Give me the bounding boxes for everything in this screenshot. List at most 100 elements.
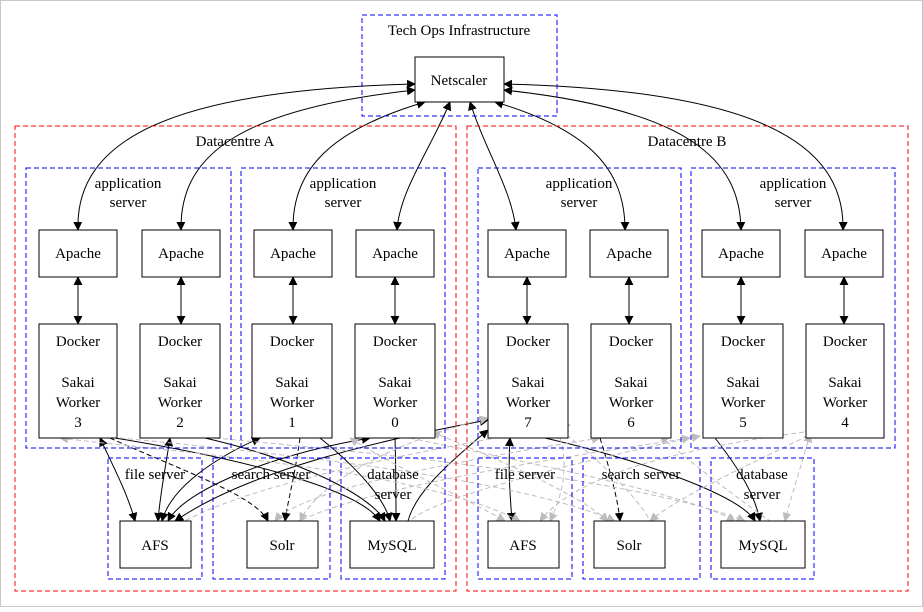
sakai-worker-node[interactable] [487,323,569,439]
cross-dc-edge [539,426,821,522]
cross-dc-edge [782,433,813,522]
database-server-title: database [367,467,419,483]
app-server-cluster: application server Apache Docker Sakai W… [25,167,232,449]
search-server-title: search server [232,467,311,483]
datacentre-a: Datacentre A application server Apache D… [14,125,457,592]
sakai-worker-node[interactable] [702,323,784,439]
apache-label: Apache [372,246,418,262]
database-server-border [340,457,446,580]
cross-dc-edge [559,429,651,522]
apache-node[interactable] [253,229,333,278]
datacentre-b-title: Datacentre B [648,134,727,150]
tech-ops-border [361,14,558,117]
search-server-border [212,457,331,580]
cross-dc-edge [407,429,489,522]
sakai-worker-node[interactable] [805,323,885,439]
worker-line: 0 [391,415,399,431]
apache-label: Apache [504,246,550,262]
app-server-cluster: application server Apache Docker Sakai W… [240,167,446,449]
search-server-border [582,457,701,580]
worker-line: Docker [506,334,550,350]
netscaler-apache-edge [176,86,416,231]
sakai-worker-node[interactable] [139,323,221,439]
database-server-cluster: database server MySQL [710,457,815,580]
solr-node[interactable] [593,520,666,569]
mysql-node[interactable] [349,520,435,569]
apache-label: Apache [821,246,867,262]
datacentre-a-border [14,125,457,592]
worker-line: Sakai [163,375,196,391]
worker-line: Worker [56,395,101,411]
mysql-node[interactable] [720,520,806,569]
app-server-title: server [110,195,147,211]
sakai-worker-node[interactable] [38,323,118,439]
netscaler-label: Netscaler [431,73,488,89]
worker-line: Sakai [511,375,544,391]
file-server-title: file server [495,467,555,483]
worker-line: Sakai [61,375,94,391]
worker-line: 3 [74,415,82,431]
sakai-worker-node[interactable] [354,323,436,439]
file-server-title: file server [125,467,185,483]
worker-line: Worker [609,395,654,411]
apache-node[interactable] [804,229,884,278]
app-server-title: application [760,176,827,192]
sakai-worker-node[interactable] [251,323,333,439]
afs-label: AFS [509,538,537,554]
app-server-cluster: application server Apache Docker Sakai W… [477,167,682,449]
app-server-border [477,167,682,449]
solr-label: Solr [616,538,641,554]
sakai-worker-node[interactable] [590,323,672,439]
datacentre-b-border [466,125,909,592]
apache-node[interactable] [38,229,118,278]
cross-dc-edge [659,435,771,522]
database-server-title: server [375,487,412,503]
tech-ops-title: Tech Ops Infrastructure [388,23,531,39]
solr-node[interactable] [246,520,319,569]
worker-line: Worker [158,395,203,411]
worker-line: 5 [739,415,747,431]
tech-ops-cluster: Tech Ops Infrastructure Netscaler [361,14,558,117]
cross-dc-edge [649,431,816,522]
worker-line: Docker [609,334,653,350]
edges [59,79,849,523]
worker-line: Docker [270,334,314,350]
app-server-cluster: application server Apache Docker Sakai W… [690,167,896,449]
worker-line: 6 [627,415,635,431]
apache-node[interactable] [487,229,567,278]
afs-node[interactable] [487,520,560,569]
search-server-cluster: search server Solr [212,457,331,580]
apache-label: Apache [158,246,204,262]
netscaler-apache-edge [503,86,746,231]
worker-line: Worker [373,395,418,411]
apache-node[interactable] [589,229,669,278]
database-server-border [710,457,815,580]
worker-line: Docker [373,334,417,350]
solr-label: Solr [269,538,294,554]
afs-node[interactable] [119,520,192,569]
database-server-cluster: database server MySQL [340,457,446,580]
apache-node[interactable] [701,229,781,278]
app-server-border [690,167,896,449]
app-server-title: server [561,195,598,211]
worker-line: Docker [56,334,100,350]
netscaler-apache-edge [468,101,520,231]
apache-node[interactable] [355,229,435,278]
worker-line: 4 [841,415,849,431]
apache-label: Apache [55,246,101,262]
worker-line: Sakai [275,375,308,391]
app-server-title: server [325,195,362,211]
netscaler-node[interactable] [414,56,505,103]
afs-label: AFS [141,538,169,554]
worker-line: Docker [158,334,202,350]
apache-label: Apache [606,246,652,262]
worker-line: Worker [506,395,551,411]
app-server-border [240,167,446,449]
netscaler-apache-edge [288,99,426,231]
datacentre-b: Datacentre B application server Apache D… [466,125,909,592]
app-server-title: application [310,176,377,192]
search-server-cluster: search server Solr [582,457,701,580]
worker-line: Worker [823,395,868,411]
apache-node[interactable] [141,229,221,278]
